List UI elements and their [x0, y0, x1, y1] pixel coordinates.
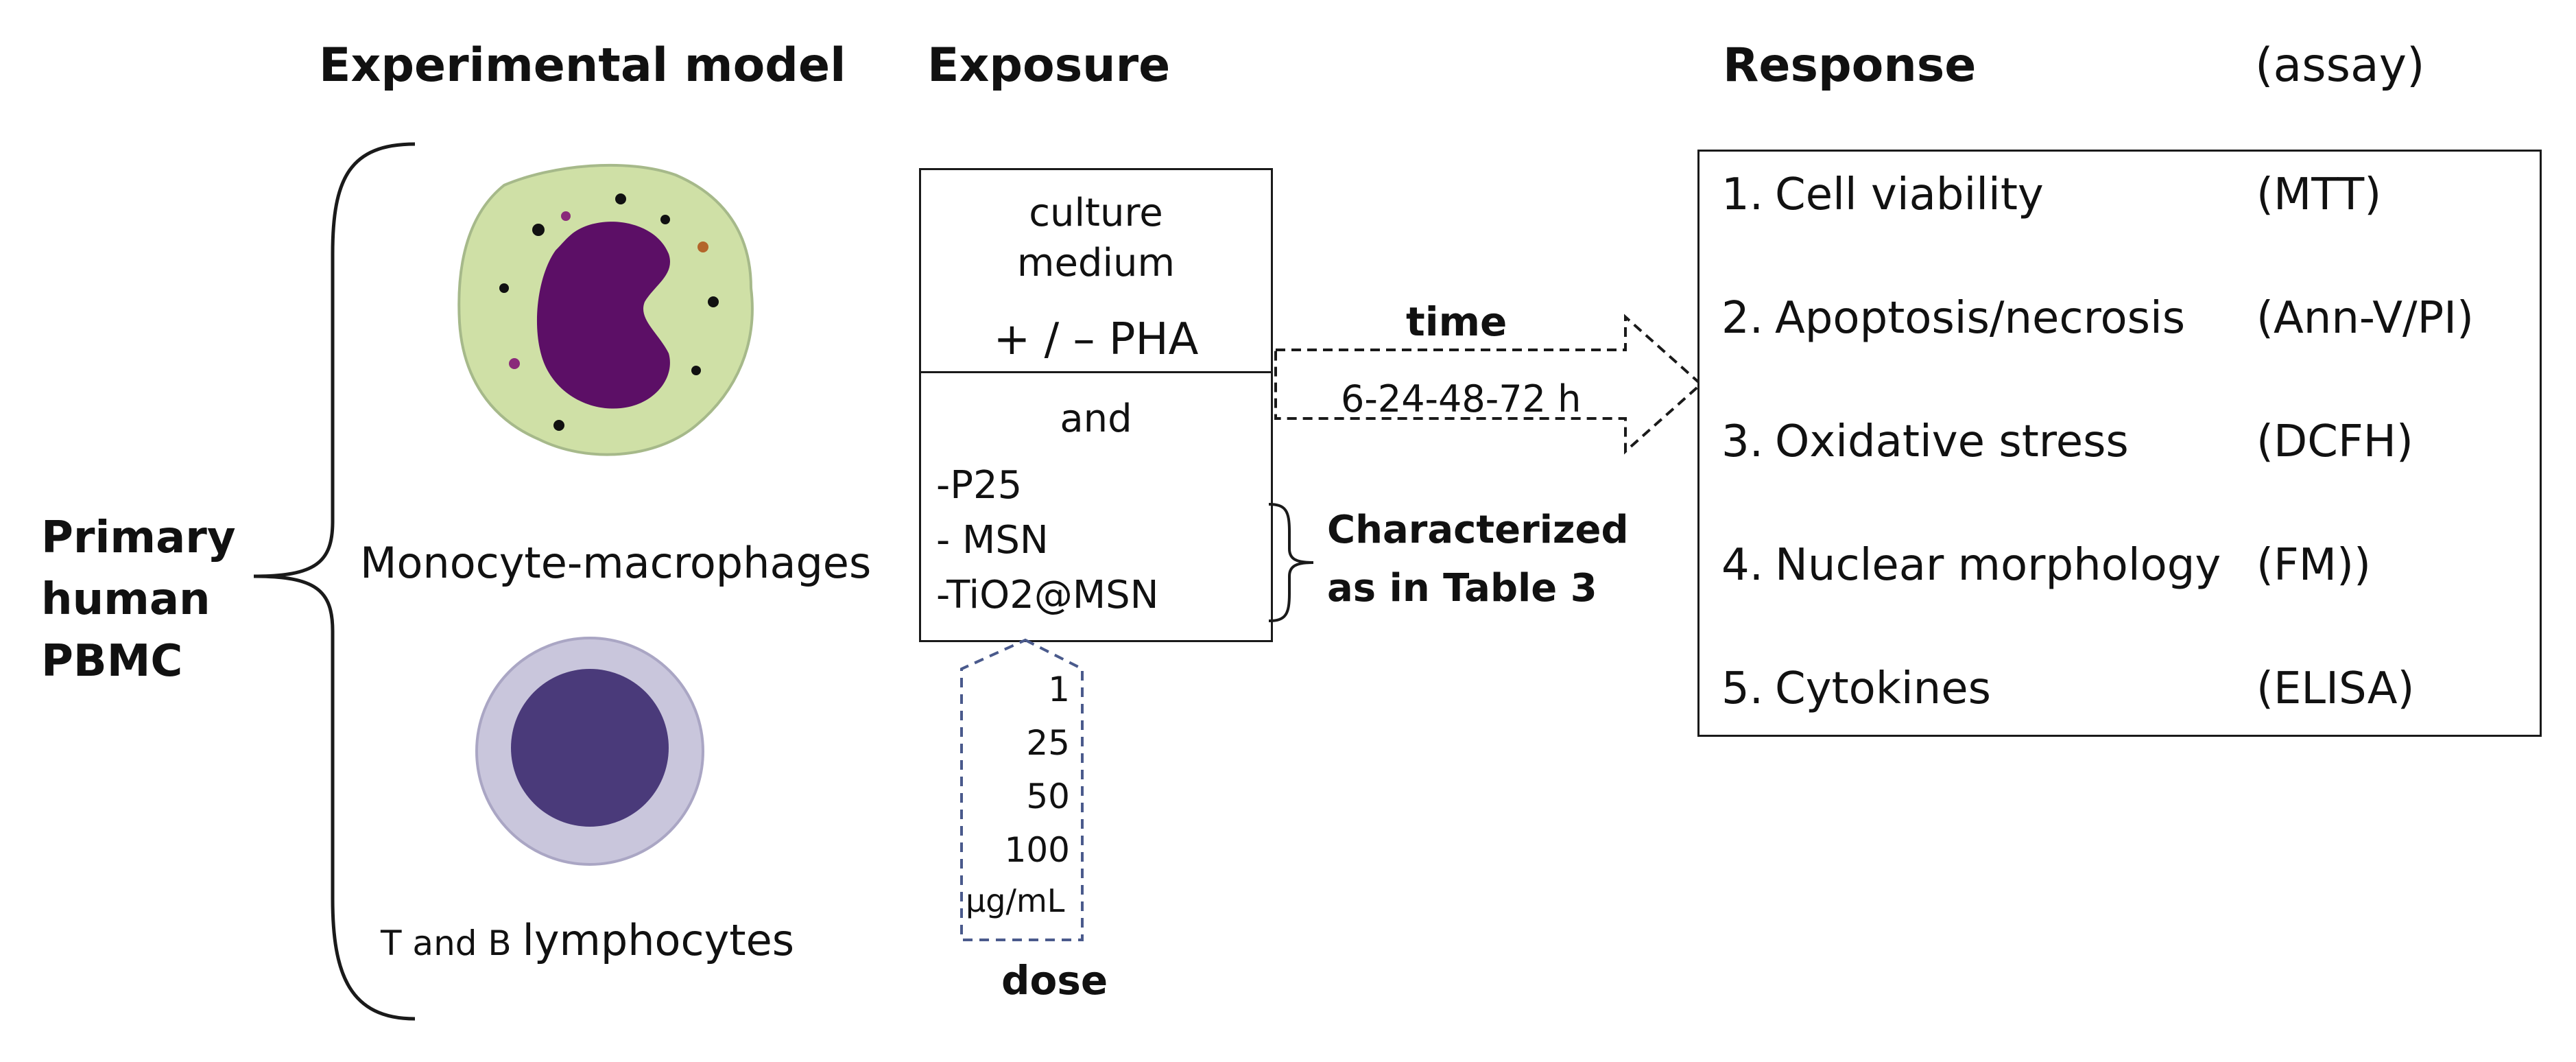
lymphocyte-label-suffix: lymphocytes [522, 915, 795, 965]
pbmc-brace [253, 142, 416, 1021]
medium-line1: culture [1029, 191, 1163, 235]
header-experimental-model: Experimental model [319, 38, 846, 93]
dose-value-25: 25 [1026, 723, 1070, 763]
header-response: Response [1723, 38, 1977, 93]
response-3-name: Oxidative stress [1775, 416, 2129, 467]
response-5-num: 5. [1721, 663, 1764, 714]
response-1-name: Cell viability [1775, 169, 2044, 220]
pbmc-label-line1: Primary [41, 512, 236, 563]
macrophage-label: Monocyte-macrophages [360, 538, 872, 588]
dose-value-50: 50 [1026, 777, 1070, 816]
characterized-line2: as in Table 3 [1327, 566, 1597, 611]
time-values: 6-24-48-72 h [1341, 377, 1582, 421]
response-4-num: 4. [1721, 540, 1764, 591]
material-msn: - MSN [936, 518, 1049, 563]
dose-value-1: 1 [1048, 670, 1070, 709]
materials-brace [1268, 503, 1314, 622]
exposure-box: culture medium + / – PHA and -P25 - MSN … [919, 168, 1273, 642]
response-2-assay: (Ann-V/PI) [2256, 293, 2474, 344]
response-4-name: Nuclear morphology [1775, 540, 2221, 591]
response-box [1697, 150, 2542, 737]
header-exposure: Exposure [927, 38, 1171, 93]
response-3-assay: (DCFH) [2256, 416, 2413, 467]
and-label: and [1060, 397, 1132, 441]
time-arrow [1274, 314, 1704, 455]
response-3-num: 3. [1721, 416, 1764, 467]
material-p25: -P25 [936, 463, 1023, 508]
pbmc-label-line2: human [41, 574, 211, 625]
characterized-line1: Characterized [1327, 508, 1629, 552]
dose-dashed-outline [960, 638, 1084, 941]
pbmc-label-line3: PBMC [41, 636, 183, 687]
response-4-assay: (FM)) [2256, 540, 2371, 591]
dose-label: dose [1001, 957, 1108, 1004]
response-5-name: Cytokines [1775, 663, 1991, 714]
exposure-divider [921, 371, 1271, 373]
response-1-num: 1. [1721, 169, 1764, 220]
dose-unit: µg/mL [966, 882, 1065, 919]
response-2-name: Apoptosis/necrosis [1775, 293, 2186, 344]
lymphocyte-label: T and B lymphocytes [381, 919, 794, 962]
response-2-num: 2. [1721, 293, 1764, 344]
response-1-assay: (MTT) [2256, 169, 2382, 220]
dose-value-100: 100 [1004, 830, 1070, 870]
pha-label: + / – PHA [993, 314, 1199, 365]
time-label: time [1406, 298, 1507, 345]
medium-line2: medium [1016, 241, 1176, 285]
material-tio2-msn: -TiO2@MSN [936, 573, 1159, 617]
lymphocyte-label-prefix: T and B [381, 923, 523, 963]
header-assay: (assay) [2255, 38, 2425, 93]
macrophage-cell-icon [457, 163, 754, 456]
response-5-assay: (ELISA) [2256, 663, 2415, 714]
lymphocyte-cell-icon [475, 637, 704, 866]
